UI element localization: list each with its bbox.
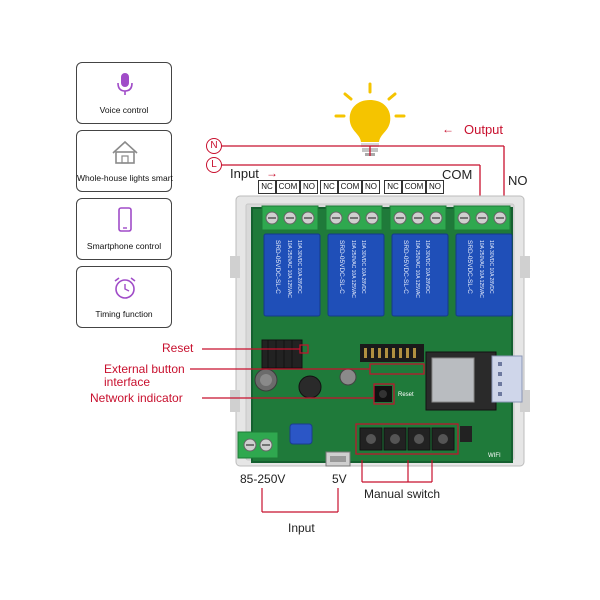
feature-label: Whole-house lights smart bbox=[77, 173, 173, 183]
live-symbol: L bbox=[206, 157, 222, 173]
house-icon bbox=[77, 139, 171, 165]
terminal-label: COM bbox=[402, 180, 426, 194]
relay-4-rating-dc: 10A 30VDC 10A 28VDC bbox=[488, 240, 494, 294]
terminal-label: COM bbox=[276, 180, 300, 194]
voltage-dc-label: 5V bbox=[332, 472, 347, 486]
alarm-clock-icon bbox=[77, 275, 171, 301]
terminal-label: NC bbox=[384, 180, 402, 194]
relay-1-rating: 10A 250VAC 10A 125VAC bbox=[286, 240, 292, 298]
feature-card-voice: Voice control bbox=[76, 62, 172, 124]
relay-3-text: SRD-05VDC-SL-C bbox=[402, 240, 409, 294]
relay-1-text: SRD-05VDC-SL-C bbox=[274, 240, 281, 294]
com-label: COM bbox=[442, 167, 473, 182]
manual-switches bbox=[359, 426, 472, 451]
microphone-icon bbox=[77, 71, 171, 97]
interface-callout: interface bbox=[104, 375, 151, 389]
feature-card-smartphone: Smartphone control bbox=[76, 198, 172, 260]
terminal-label: COM bbox=[338, 180, 362, 194]
voltage-ac-label: 85-250V bbox=[240, 472, 286, 486]
terminal-label: NC bbox=[258, 180, 276, 194]
terminal-label: NO bbox=[426, 180, 444, 194]
relay-2-rating: 10A 250VAC 10A 125VAC bbox=[350, 240, 356, 298]
relay-1-rating-dc: 10A 30VDC 10A 28VDC bbox=[296, 240, 302, 294]
input-top-label: Input bbox=[230, 166, 259, 181]
relays bbox=[263, 233, 513, 317]
terminal-label: NO bbox=[300, 180, 318, 194]
terminal-label: NO bbox=[362, 180, 380, 194]
relay-2-text: SRD-05VDC-SL-C bbox=[338, 240, 345, 294]
feature-card-timing: Timing function bbox=[76, 266, 172, 328]
output-arrow: ← bbox=[442, 122, 454, 136]
relay-2-rating-dc: 10A 30VDC 10A 28VDC bbox=[360, 240, 366, 294]
external-button-callout: External button bbox=[104, 362, 185, 376]
wifi-silkscreen: WIFI bbox=[488, 453, 501, 459]
relay-3-rating: 10A 250VAC 10A 125VAC bbox=[414, 240, 420, 298]
relay-4-text: SRD-05VDC-SL-C bbox=[466, 240, 473, 294]
neutral-symbol: N bbox=[206, 138, 222, 154]
relay-3-rating-dc: 10A 30VDC 10A 28VDC bbox=[424, 240, 430, 294]
manual-switch-callout: Manual switch bbox=[364, 487, 441, 501]
no-label: NO bbox=[508, 173, 528, 188]
terminal-label: NC bbox=[320, 180, 338, 194]
reset-silkscreen: Reset bbox=[398, 392, 414, 398]
relay-4-rating: 10A 250VAC 10A 125VAC bbox=[478, 240, 484, 298]
top-terminal-blocks bbox=[261, 205, 511, 231]
input-bottom-label: Input bbox=[288, 521, 315, 535]
feature-label: Timing function bbox=[95, 309, 153, 319]
reset-callout: Reset bbox=[162, 341, 194, 355]
network-indicator-callout: Network indicator bbox=[90, 391, 183, 405]
smartphone-icon bbox=[77, 207, 171, 233]
feature-label: Voice control bbox=[99, 105, 149, 115]
feature-label: Smartphone control bbox=[86, 241, 162, 251]
feature-card-house: Whole-house lights smart bbox=[76, 130, 173, 192]
output-label: Output bbox=[464, 122, 504, 137]
light-bulb-icon bbox=[334, 82, 406, 156]
wifi-module bbox=[425, 351, 523, 411]
input-top-arrow: → bbox=[266, 166, 278, 180]
